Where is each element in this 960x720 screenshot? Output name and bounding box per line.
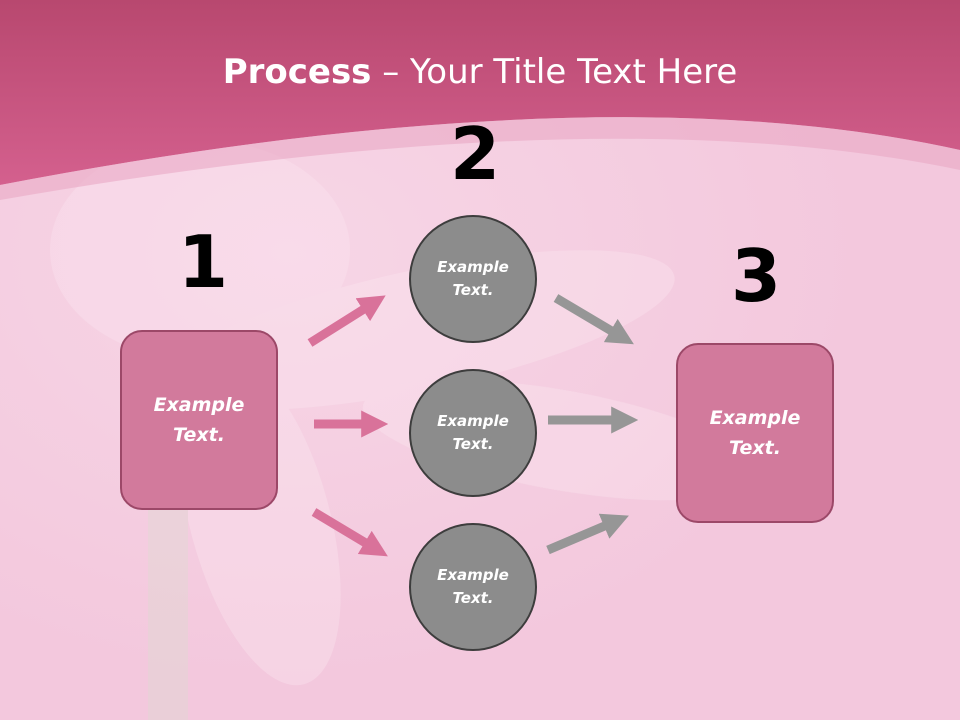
- step-number-3: 3: [731, 234, 782, 318]
- step-number-2: 2: [450, 112, 501, 196]
- arrow-to-circle-top: [307, 295, 386, 347]
- header-swoosh: [0, 117, 960, 200]
- circle-bottom-line2: Text.: [452, 589, 494, 607]
- step-1-label-line1: Example: [153, 394, 245, 416]
- step-number-1: 1: [178, 220, 229, 304]
- step-3-label-line1: Example: [709, 407, 801, 429]
- circle-top-line1: Example: [437, 258, 509, 276]
- slide-title: Process – Your Title Text Here: [0, 52, 960, 92]
- circle-middle-line1: Example: [437, 412, 509, 430]
- arrow-to-circle-bottom: [311, 508, 388, 557]
- header-band: [0, 0, 960, 185]
- step-1-label-line2: Text.: [173, 424, 225, 446]
- circle-middle-line2: Text.: [452, 435, 494, 453]
- circle-top-line2: Text.: [452, 281, 494, 299]
- arrow-from-circle-top: [553, 294, 634, 345]
- step-3-label-line2: Text.: [729, 437, 781, 459]
- circle-bottom-line1: Example: [437, 566, 509, 584]
- title-bold: Process: [222, 52, 372, 92]
- arrow-from-circle-bottom: [546, 513, 629, 555]
- title-rest: – Your Title Text Here: [371, 52, 738, 92]
